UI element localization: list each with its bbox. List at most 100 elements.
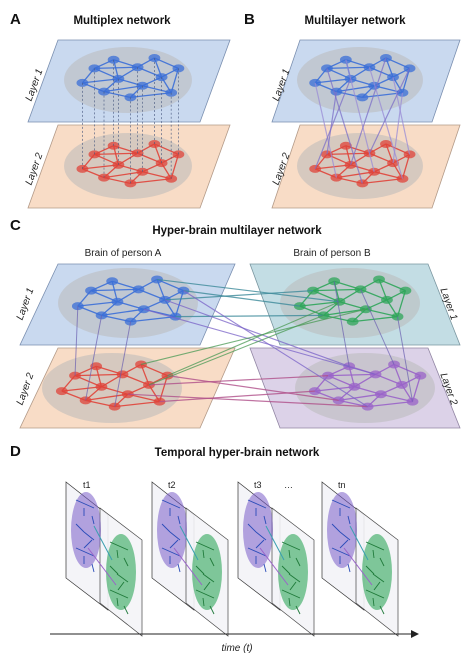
network-node — [55, 387, 68, 396]
frame-edge — [75, 547, 95, 557]
frame-edge — [209, 557, 215, 567]
frame-edge — [295, 557, 301, 567]
network-node — [111, 297, 124, 306]
frame-interbrain-link — [173, 547, 203, 586]
frame-brain-b — [106, 534, 136, 610]
frame-edge — [247, 523, 257, 533]
network-node — [116, 370, 129, 379]
network-node — [85, 286, 97, 295]
network-edge — [82, 78, 119, 84]
frame-edge — [365, 541, 385, 551]
network-edge — [338, 393, 381, 402]
interlayer-link — [326, 68, 363, 184]
network-edge — [336, 171, 375, 179]
frame-edge — [109, 589, 129, 599]
panel-c-label: C — [10, 217, 21, 234]
interbrain-link — [183, 290, 368, 408]
network-edge — [130, 178, 172, 185]
frame-edge — [91, 563, 95, 573]
panel-b-layer1-network — [297, 47, 423, 113]
panel-d: D Temporal hyper-brain network t1 t2 t3 … — [10, 443, 419, 654]
frame-edge — [365, 565, 375, 575]
interlayer-link — [333, 281, 350, 367]
interbrain-link — [143, 308, 376, 375]
network-edge — [77, 301, 118, 307]
network-node — [399, 286, 412, 295]
frame-brain-b — [192, 534, 222, 610]
panel-c-title: Hyper-brain multilayer network — [152, 225, 322, 237]
interlayer-link — [368, 68, 411, 154]
time-frame — [321, 481, 399, 637]
brain-silhouette — [297, 133, 423, 199]
network-node — [348, 382, 361, 391]
interlayer-link — [85, 315, 103, 401]
network-node — [396, 380, 408, 389]
network-edge — [314, 386, 355, 392]
frame-interbrain-link — [179, 525, 199, 561]
frame-edge — [331, 523, 341, 533]
frame-edge — [288, 549, 291, 559]
frame-edge — [169, 539, 179, 549]
network-edge — [170, 154, 180, 179]
frame-edge — [339, 539, 349, 549]
frame-edge — [83, 539, 93, 549]
network-node — [356, 93, 369, 102]
time-label-t2: t2 — [168, 480, 176, 490]
frame-edge — [247, 499, 267, 509]
network-node — [95, 382, 108, 391]
time-label-tn: tn — [338, 480, 346, 490]
panel-b: B Multilayer network Layer 1 Layer 2 — [244, 11, 461, 209]
network-edge — [158, 375, 169, 402]
frame-edge — [202, 549, 205, 559]
time-label-t3: t3 — [254, 480, 262, 490]
brain-silhouette — [295, 353, 435, 423]
network-edge — [130, 92, 172, 99]
network-node — [381, 295, 393, 304]
network-edge — [362, 92, 403, 99]
network-node — [373, 275, 385, 284]
interbrain-link — [140, 308, 366, 365]
frame-edge — [116, 573, 129, 583]
frame-brain-b — [278, 534, 308, 610]
network-node — [132, 285, 145, 294]
panel-b-label: B — [244, 11, 255, 28]
interlayer-link — [74, 306, 79, 376]
interlayer-link — [360, 289, 395, 365]
frame-edge — [75, 523, 85, 533]
frame-edge — [288, 597, 291, 607]
network-edge — [75, 373, 123, 377]
panel-a-label: A — [10, 11, 21, 28]
frame-edge — [289, 581, 297, 591]
frame-edge — [365, 589, 385, 599]
network-edge — [367, 400, 413, 408]
panel-c-b-layer2-network — [295, 353, 435, 423]
interbrain-link — [183, 290, 300, 307]
panel-b-interlayer-links — [314, 57, 411, 184]
interlayer-link — [392, 76, 411, 155]
frame-edge — [123, 557, 129, 567]
brain-silhouette — [58, 268, 198, 338]
brain-silhouette — [280, 268, 420, 338]
network-edge — [299, 301, 340, 307]
network-edge — [326, 152, 370, 156]
frame-edge — [202, 597, 205, 607]
network-edge — [94, 66, 138, 70]
time-axis-label: time (t) — [221, 643, 252, 654]
frame-edge — [255, 531, 267, 541]
panel-b-layer2-network — [297, 133, 423, 199]
frame-edge — [195, 589, 215, 599]
frame-interbrain-link — [87, 547, 117, 586]
frame-edge — [281, 589, 301, 599]
panel-c-b-layer1-network — [280, 268, 420, 338]
frame-edge — [372, 573, 385, 583]
network-edge — [313, 288, 361, 292]
frame-edge — [347, 563, 351, 573]
network-edge — [315, 164, 351, 170]
time-label-t1: t1 — [83, 480, 91, 490]
frame-interbrain-link — [349, 525, 369, 561]
frame-edge — [203, 581, 211, 591]
frame-edge — [195, 541, 215, 551]
panel-a: A Multiplex network Layer 1 Layer 2 — [10, 11, 231, 209]
network-edge — [401, 68, 411, 93]
frame-edge — [339, 531, 351, 541]
